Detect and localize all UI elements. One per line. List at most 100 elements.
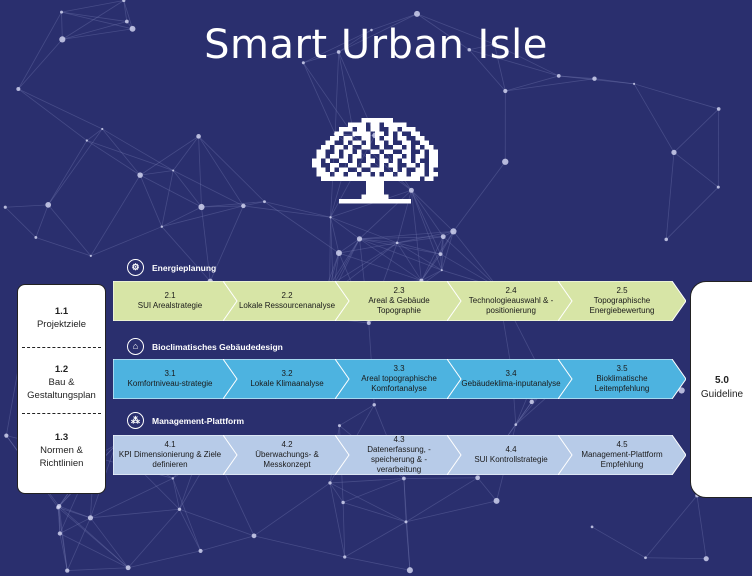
tree-pixel: [411, 163, 416, 168]
network-line: [397, 236, 444, 244]
network-node: [414, 10, 420, 17]
network-node: [129, 25, 136, 32]
tree-pixel: [352, 199, 357, 204]
network-line: [342, 502, 407, 523]
network-line: [441, 236, 444, 271]
network-node: [356, 236, 363, 242]
network-line: [35, 204, 49, 238]
tree-pixel: [415, 131, 420, 136]
network-line: [403, 478, 411, 571]
step-chevron: [558, 435, 686, 475]
tree-pixel: [384, 118, 389, 123]
network-line: [329, 217, 331, 286]
network-line: [329, 238, 360, 286]
network-line: [405, 521, 411, 571]
tree-pixel: [397, 145, 402, 150]
tree-pixel: [393, 122, 398, 127]
tree-pixel: [357, 149, 362, 154]
tree-pixel: [366, 194, 371, 199]
step-chevron: [223, 281, 351, 321]
network-line: [594, 78, 635, 85]
tree-pixel: [379, 163, 384, 168]
tree-pixel: [433, 149, 438, 154]
tree-pixel: [366, 199, 371, 204]
tree-pixel: [370, 158, 375, 163]
tree-pixel: [402, 136, 407, 141]
network-line: [338, 242, 398, 254]
tree-pixel: [402, 199, 407, 204]
tree-pixel: [357, 199, 362, 204]
network-line: [397, 242, 441, 255]
network-line: [440, 254, 443, 271]
tree-pixel: [366, 158, 371, 163]
network-line: [57, 507, 61, 534]
tree-pixel: [420, 172, 425, 177]
tree-pixel: [393, 127, 398, 132]
tree-pixel: [420, 140, 425, 145]
network-node: [402, 476, 406, 481]
network-line: [101, 128, 141, 176]
tree-pixel: [402, 172, 407, 177]
tree-pixel: [325, 145, 330, 150]
building-icon: ⌂: [127, 338, 144, 355]
network-line: [338, 238, 360, 254]
process-step-shape: [335, 281, 463, 321]
network-line: [5, 204, 49, 208]
network-node: [101, 127, 104, 131]
network-node: [556, 74, 561, 78]
tree-pixel: [420, 136, 425, 141]
network-line: [161, 205, 244, 228]
left-item-number: 1.1: [54, 306, 69, 317]
tree-pixel: [312, 158, 317, 163]
network-line: [440, 231, 454, 255]
tree-pixel: [339, 172, 344, 177]
step-label: KPI Dimensionierung & Ziele definieren: [118, 450, 222, 469]
tree-pixel: [339, 158, 344, 163]
network-line: [359, 236, 444, 240]
network-line: [558, 75, 635, 85]
network-line: [243, 201, 265, 207]
tree-pixel: [312, 163, 317, 168]
tree-pixel: [357, 154, 362, 159]
network-line: [416, 13, 495, 45]
network-node: [514, 423, 518, 427]
page-title: Smart Urban Isle: [204, 22, 548, 68]
network-line: [410, 190, 422, 281]
step-label: SUI Kontrollstrategie: [474, 455, 548, 464]
network-node: [198, 548, 203, 553]
tree-pixel: [433, 172, 438, 177]
tree-pixel: [357, 176, 362, 181]
network-line: [128, 550, 201, 569]
network-line: [673, 108, 719, 153]
guideline-label: 5.0 Guideline: [691, 374, 752, 402]
process-step-shape: [558, 359, 686, 399]
tree-pixel: [375, 118, 380, 123]
network-line: [102, 128, 174, 171]
tree-pixel: [357, 127, 362, 132]
tree-pixel: [348, 149, 353, 154]
tree-pixel: [370, 190, 375, 195]
step-chevron: [113, 435, 241, 475]
tree-pixel: [370, 149, 375, 154]
network-line: [591, 526, 646, 559]
network-node: [125, 565, 131, 571]
step-number: 4.2: [281, 440, 293, 449]
network-line: [411, 190, 444, 237]
tree-pixel: [384, 158, 389, 163]
step-label: Areal & Gebäude Topographie: [368, 296, 430, 315]
network-node: [475, 475, 481, 481]
network-line: [441, 231, 454, 271]
tree-pixel: [339, 145, 344, 150]
network-line: [198, 136, 244, 207]
network-node: [251, 533, 257, 539]
step-number: 3.1: [164, 369, 176, 378]
step-number: 3.2: [281, 369, 293, 378]
network-line: [139, 174, 163, 227]
guideline-number: 5.0: [715, 375, 729, 386]
tree-pixel: [366, 176, 371, 181]
network-line: [338, 252, 422, 282]
network-line: [209, 205, 244, 282]
tree-pixel: [393, 176, 398, 181]
tree-pixel: [339, 199, 344, 204]
